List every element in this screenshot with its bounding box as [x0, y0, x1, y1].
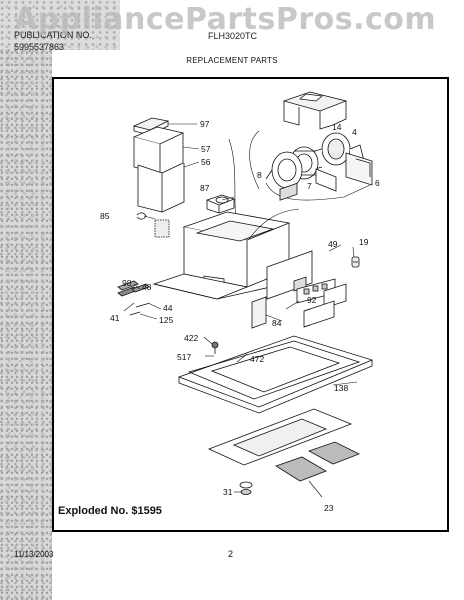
- page-number: 2: [228, 549, 234, 559]
- callout-517: 517: [177, 352, 191, 362]
- part-422-screw[interactable]: [211, 341, 219, 354]
- part-472-light-lens[interactable]: [187, 340, 361, 400]
- part-125-clip[interactable]: [129, 311, 141, 316]
- callout-31: 31: [223, 487, 233, 497]
- body-wire: [248, 208, 300, 240]
- part-7-housing-half[interactable]: [315, 168, 337, 192]
- callout-23: 23: [324, 503, 334, 513]
- diagram-frame: [52, 77, 449, 532]
- leader-lines-upper-left: [168, 123, 200, 168]
- model-number: FLH3020TC: [208, 31, 258, 41]
- publication-number: 5995537863: [14, 42, 65, 52]
- part-44-screw[interactable]: [135, 302, 151, 308]
- callout-87: 87: [200, 183, 210, 193]
- part-filter-housing[interactable]: [207, 408, 353, 466]
- callout-84: 84: [272, 318, 282, 328]
- callout-19: 19: [359, 237, 369, 247]
- part-8-blower-housing[interactable]: [265, 151, 303, 189]
- callout-138: 138: [334, 383, 348, 393]
- watermark: AppliancePartsPros.com: [14, 2, 437, 37]
- hood-main-body[interactable]: [152, 211, 291, 300]
- part-motor-mount-bracket[interactable]: [282, 91, 348, 130]
- granite-margin-texture: [0, 0, 52, 600]
- callout-92: 92: [307, 295, 317, 305]
- part-57-upper-chimney[interactable]: [132, 126, 185, 175]
- callout-98: 98: [122, 278, 132, 288]
- callout-44: 44: [163, 303, 173, 313]
- part-56-lower-chimney[interactable]: [137, 163, 185, 213]
- publication-label: PUBLICATION NO.: [14, 30, 92, 40]
- callout-48: 48: [142, 282, 152, 292]
- callout-97: 97: [200, 119, 210, 129]
- motor-group-outline-left: [249, 130, 260, 190]
- callout-6: 6: [375, 178, 380, 188]
- page-subtitle: REPLACEMENT PARTS: [186, 56, 278, 65]
- part-23-grease-filter[interactable]: [275, 441, 360, 482]
- callout-4: 4: [352, 127, 357, 137]
- exploded-number-label: Exploded No. $1595: [58, 505, 162, 517]
- part-6-motor-bracket[interactable]: [345, 152, 373, 186]
- callout-422: 422: [184, 333, 198, 343]
- callout-56: 56: [201, 157, 211, 167]
- callout-41: 41: [110, 313, 120, 323]
- part-49-control-panel[interactable]: [266, 182, 313, 300]
- callout-7: 7: [307, 181, 312, 191]
- callout-125: 125: [159, 315, 173, 325]
- callout-472: 472: [250, 354, 264, 364]
- motor-group-outline: [265, 182, 371, 201]
- callout-49: 49: [328, 239, 338, 249]
- part-48-connector[interactable]: [131, 283, 150, 293]
- callout-85: 85: [100, 211, 110, 221]
- callout-57: 57: [201, 144, 211, 154]
- part-84-bracket[interactable]: [251, 296, 335, 329]
- granite-top-texture: [0, 0, 120, 50]
- part-138-hood-canopy[interactable]: [177, 335, 374, 414]
- callout-14: 14: [332, 122, 342, 132]
- part-87-duct-fitting[interactable]: [205, 194, 236, 214]
- part-31-knob[interactable]: [239, 481, 253, 495]
- footer-date: 11/13/2003: [14, 550, 54, 559]
- part-85-damper[interactable]: [136, 212, 170, 238]
- callout-8: 8: [257, 170, 262, 180]
- part-filter-rail[interactable]: [323, 283, 347, 309]
- part-19-light-bulb[interactable]: [351, 256, 360, 268]
- leader-lines: [123, 196, 358, 498]
